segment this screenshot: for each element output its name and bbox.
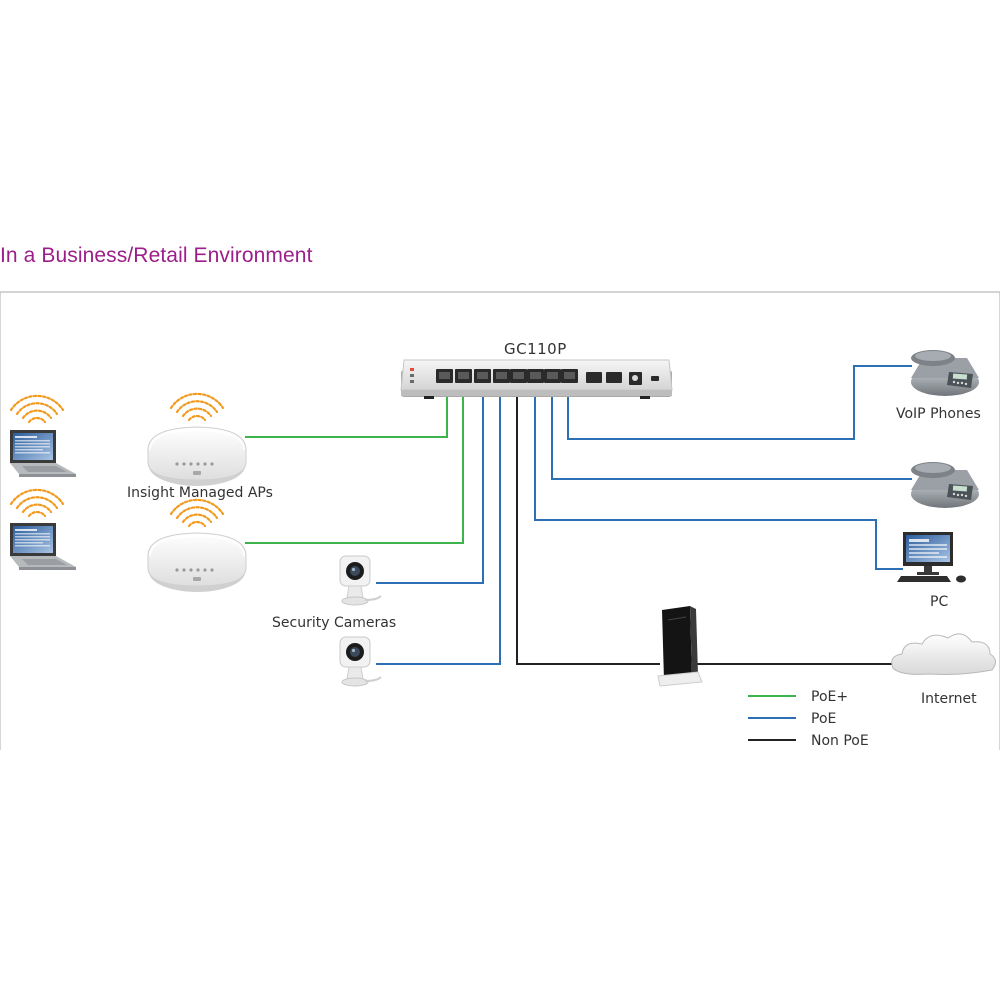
page-title: In a Business/Retail Environment — [0, 244, 313, 267]
wifi-waves-icon — [169, 392, 225, 422]
link-cam2 — [376, 383, 501, 665]
network-switch-icon — [400, 359, 673, 399]
link-phone1 — [567, 365, 912, 440]
voip-phone-icon — [911, 350, 979, 396]
wifi-waves-icon — [9, 488, 65, 518]
link-ap1 — [245, 383, 448, 438]
link-pc — [534, 383, 903, 570]
legend-label-non-poe: Non PoE — [811, 733, 869, 749]
desktop-pc-icon — [897, 532, 966, 583]
switch-label: GC110P — [504, 340, 567, 358]
access-point-icon — [147, 426, 247, 487]
poe-links — [376, 365, 912, 665]
router-icon — [657, 606, 703, 687]
link-router — [516, 383, 660, 665]
link-phone2 — [551, 383, 912, 480]
laptop-icon — [10, 523, 76, 570]
link-cam1 — [376, 383, 484, 584]
cloud-icon — [891, 633, 996, 675]
voip-phone-icon — [911, 462, 979, 508]
non-poe-links — [516, 383, 893, 665]
internet-label: Internet — [921, 691, 977, 707]
access-point-icon — [147, 532, 247, 593]
aps-label: Insight Managed APs — [127, 485, 273, 501]
legend-label-poe-plus: PoE+ — [811, 689, 848, 705]
laptop-icon — [10, 430, 76, 477]
wifi-waves-icon — [9, 394, 65, 424]
cameras-label: Security Cameras — [272, 615, 396, 631]
wifi-waves-icon — [169, 498, 225, 528]
security-camera-icon — [339, 636, 382, 687]
legend-label-poe: PoE — [811, 711, 836, 727]
security-camera-icon — [339, 555, 382, 606]
poe-plus-links — [245, 383, 464, 544]
phones-label: VoIP Phones — [896, 406, 981, 422]
link-ap2 — [245, 383, 464, 544]
legend: PoE+ PoE Non PoE — [748, 689, 869, 749]
pc-label: PC — [930, 594, 948, 610]
